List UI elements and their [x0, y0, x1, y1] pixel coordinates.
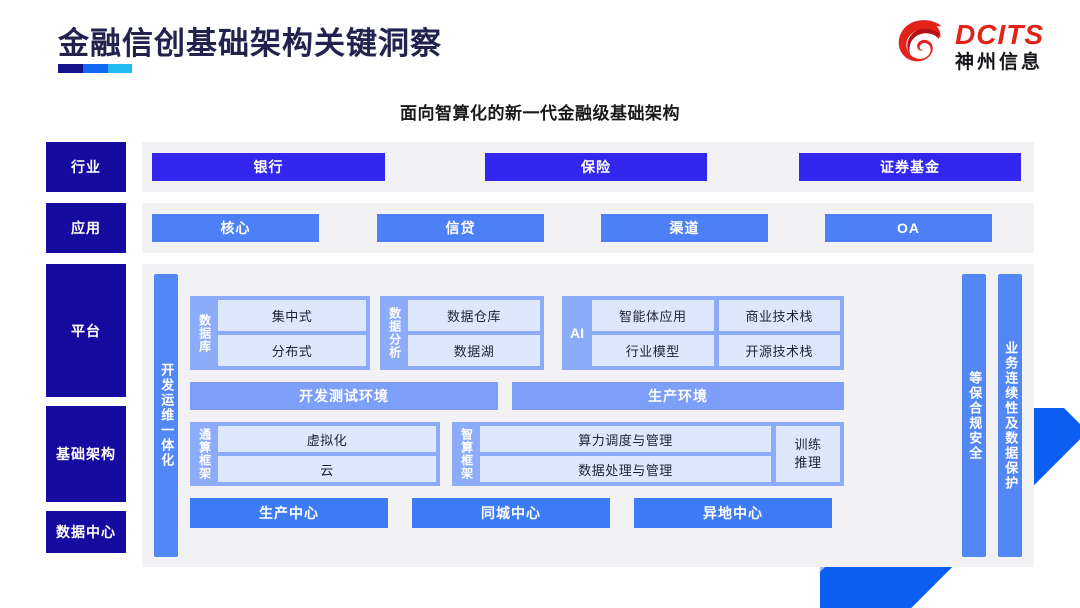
- datacenter-remote[interactable]: 异地中心: [634, 498, 832, 528]
- row-label-platform: 平台: [46, 264, 126, 397]
- row-label-datacenter: 数据中心: [46, 511, 126, 553]
- pillar-business-continuity[interactable]: 业务连续性及数据保护: [998, 274, 1022, 557]
- row-industry: 行业 银行 保险 证券基金: [46, 142, 1034, 192]
- cell-cloud[interactable]: 云: [218, 456, 436, 482]
- cell-inference-label: 推理: [794, 455, 822, 470]
- title-underline-rule: [58, 64, 132, 73]
- group-database[interactable]: 数据库 集中式 分布式: [190, 296, 370, 370]
- industry-chip-securities-fund[interactable]: 证券基金: [799, 153, 1021, 181]
- cell-data-lake[interactable]: 数据湖: [408, 335, 540, 366]
- row-application: 应用 核心 信贷 渠道 OA: [46, 203, 1034, 253]
- page-header: 金融信创基础架构关键洞察 DCITS 神州信息: [0, 0, 1080, 95]
- cell-training-label: 训练: [794, 437, 822, 453]
- row-label-infrastructure: 基础架构: [46, 406, 126, 502]
- group-title-general-compute: 通算框架: [197, 428, 212, 480]
- row-label-application: 应用: [46, 203, 126, 253]
- row-body-application: 核心 信贷 渠道 OA: [142, 203, 1034, 253]
- pillar-compliance-security[interactable]: 等保合规安全: [962, 274, 986, 557]
- group-general-compute-framework[interactable]: 通算框架 虚拟化 云: [190, 422, 440, 486]
- cell-agent-application[interactable]: 智能体应用: [592, 300, 714, 331]
- app-chip-oa[interactable]: OA: [825, 214, 992, 242]
- logo-wordmark-en: DCITS: [955, 18, 1044, 50]
- cell-virtualization[interactable]: 虚拟化: [218, 426, 436, 452]
- diagram-subtitle: 面向智算化的新一代金融级基础架构: [400, 104, 680, 123]
- band-dev-test-environment[interactable]: 开发测试环境: [190, 382, 498, 410]
- group-title-data-analytics: 数据分析: [387, 307, 402, 359]
- logo-wordmark-cn: 神州信息: [955, 51, 1044, 73]
- app-chip-core[interactable]: 核心: [152, 214, 319, 242]
- app-chip-channel[interactable]: 渠道: [601, 214, 768, 242]
- page-title: 金融信创基础架构关键洞察: [58, 26, 442, 61]
- brand-logo: DCITS 神州信息: [896, 18, 1044, 74]
- group-title-smart-compute: 智算框架: [459, 428, 474, 480]
- pillar-devops[interactable]: 开发运维一体化: [154, 274, 178, 557]
- band-production-environment[interactable]: 生产环境: [512, 382, 844, 410]
- stage-panel: 开发运维一体化 等保合规安全 业务连续性及数据保护 数据库 集中式 分布式 数据…: [142, 264, 1034, 567]
- datacenter-production[interactable]: 生产中心: [190, 498, 388, 528]
- cell-industry-model[interactable]: 行业模型: [592, 335, 714, 366]
- datacenter-metro[interactable]: 同城中心: [412, 498, 610, 528]
- group-ai[interactable]: AI 智能体应用 行业模型 商业技术栈 开源技术栈: [562, 296, 844, 370]
- group-smart-compute-framework[interactable]: 智算框架 算力调度与管理 数据处理与管理 训练 推理: [452, 422, 844, 486]
- swirl-logo-icon: [898, 20, 942, 62]
- industry-chip-bank[interactable]: 银行: [152, 153, 385, 181]
- group-title-database: 数据库: [197, 313, 212, 353]
- industry-chip-insurance[interactable]: 保险: [485, 153, 707, 181]
- row-body-industry: 银行 保险 证券基金: [142, 142, 1034, 192]
- stack-row-labels: 平台 基础架构 数据中心: [46, 264, 126, 567]
- row-label-industry: 行业: [46, 142, 126, 192]
- cell-compute-scheduling[interactable]: 算力调度与管理: [480, 426, 771, 452]
- cell-data-processing[interactable]: 数据处理与管理: [480, 456, 771, 482]
- app-chip-credit[interactable]: 信贷: [377, 214, 544, 242]
- cell-commercial-tech-stack[interactable]: 商业技术栈: [718, 300, 840, 331]
- cell-database-centralized[interactable]: 集中式: [218, 300, 366, 331]
- cell-opensource-tech-stack[interactable]: 开源技术栈: [718, 335, 840, 366]
- cell-training-inference[interactable]: 训练 推理: [776, 426, 840, 482]
- architecture-diagram: 行业 银行 保险 证券基金 应用 核心 信贷 渠道 OA 平台 基础架构 数据中…: [46, 142, 1034, 567]
- cell-data-warehouse[interactable]: 数据仓库: [408, 300, 540, 331]
- group-title-ai: AI: [570, 325, 584, 341]
- group-data-analytics[interactable]: 数据分析 数据仓库 数据湖: [380, 296, 544, 370]
- stage-inner: 数据库 集中式 分布式 数据分析 数据仓库 数据湖 AI 智能体: [190, 274, 950, 557]
- cell-database-distributed[interactable]: 分布式: [218, 335, 366, 366]
